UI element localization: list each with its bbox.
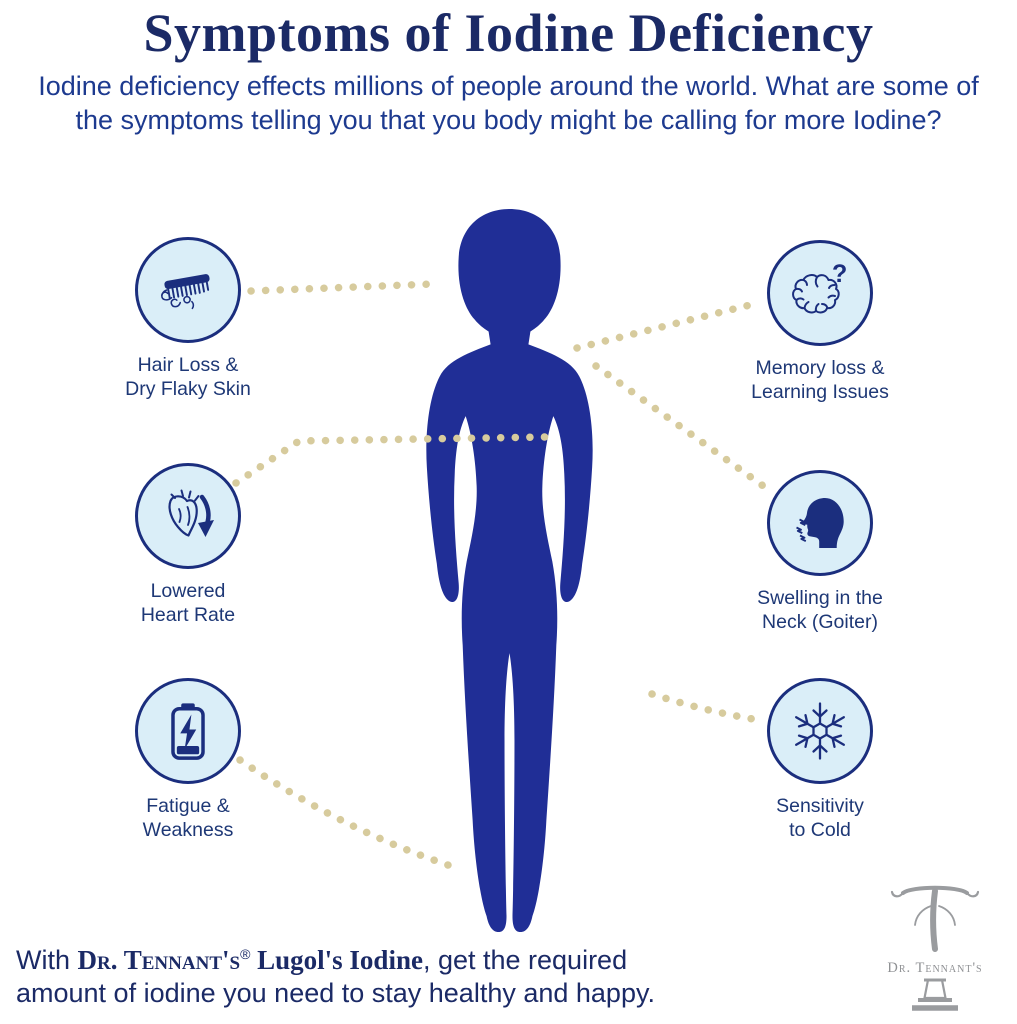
symptom-label-fatigue: Fatigue & Weakness [142, 795, 234, 841]
page-title: Symptoms of Iodine Deficiency [143, 3, 874, 63]
registered-mark: ® [240, 946, 251, 962]
footer-line1: With Dr. Tennant's® Lugol's Iodine, get … [16, 945, 627, 975]
brand-name: Dr. Tennant's [77, 945, 241, 975]
neck-profile-icon [767, 470, 873, 576]
battery-bolt-icon-graphic [171, 703, 205, 760]
symptom-heart-rate: Lowered Heart Rate [93, 463, 283, 628]
neck-profile-icon-graphic [796, 498, 844, 548]
battery-bolt-icon [135, 678, 241, 784]
comb-hair-icon-graphic [161, 274, 210, 310]
symptom-hair-loss: Hair Loss & Dry Flaky Skin [93, 237, 283, 402]
human-silhouette [426, 208, 593, 933]
subtitle-text: Iodine deficiency effects millions of pe… [38, 71, 979, 135]
product-name: Lugol's Iodine [250, 945, 423, 975]
symptom-label-goiter: Swelling in the Neck (Goiter) [757, 587, 883, 633]
symptom-label-hair: Hair Loss & Dry Flaky Skin [125, 354, 251, 400]
brain-icon: ? [767, 240, 873, 346]
logo-text: Dr. Tennant's [887, 960, 982, 976]
symptom-cold: Sensitivity to Cold [725, 678, 915, 843]
pedestal-icon [912, 978, 958, 1011]
symptom-fatigue: Fatigue & Weakness [93, 678, 283, 843]
brand-logo-graphic: Dr. Tennant's [887, 885, 982, 1011]
ornate-t-icon [890, 885, 980, 952]
question-mark: ? [832, 261, 847, 288]
symptom-memory-loss: ? Memory loss & Learning Issues [725, 240, 915, 405]
snowflake-icon-graphic [795, 702, 845, 760]
symptom-label-memory: Memory loss & Learning Issues [751, 357, 889, 403]
symptom-label-heart: Lowered Heart Rate [140, 580, 236, 626]
symptom-goiter: Swelling in the Neck (Goiter) [725, 470, 915, 635]
heart-arrow-icon [135, 463, 241, 569]
footer-prefix: With [16, 945, 78, 975]
comb-hair-icon [135, 237, 241, 343]
footer-line2: amount of iodine you need to stay health… [16, 977, 655, 1008]
snowflake-icon [767, 678, 873, 784]
brain-icon-graphic: ? [792, 261, 847, 314]
silhouette-body [426, 208, 593, 933]
heart-arrow-icon-graphic [168, 489, 214, 537]
brand-logo: Dr. Tennant's [860, 872, 1010, 1020]
symptom-label-cold: Sensitivity to Cold [776, 795, 864, 841]
footer-text: With Dr. Tennant's® Lugol's Iodine, get … [16, 944, 776, 1010]
footer-suffix: , get the required [422, 945, 628, 975]
